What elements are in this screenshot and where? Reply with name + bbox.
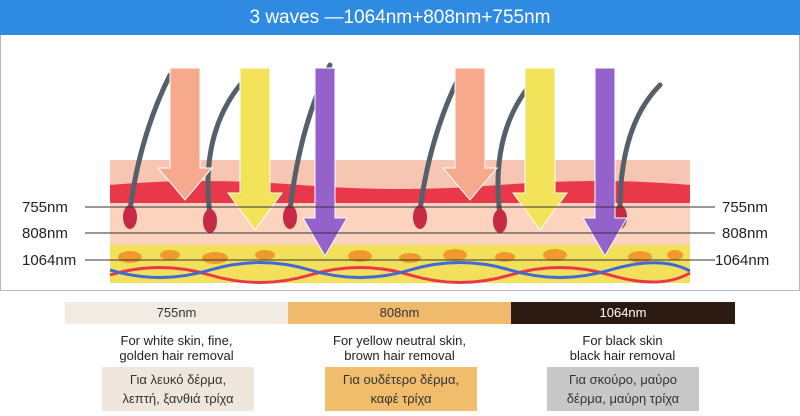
skin-diagram	[85, 62, 715, 284]
title-banner: 3 waves —1064nm+808nm+755nm	[0, 0, 800, 35]
greek-line: Για λευκό δέρμα,	[129, 372, 227, 387]
desc-755: For white skin, fine,golden hair removal	[65, 333, 288, 363]
desc-line: For black skin	[582, 333, 663, 348]
desc-line: brown hair removal	[344, 348, 455, 363]
right-label-808: 808nm	[722, 225, 768, 242]
desc-line: golden hair removal	[119, 348, 234, 363]
wavelength-bar-1064: 1064nm	[511, 302, 735, 324]
wavelength-bar-755: 755nm	[65, 302, 288, 324]
greek-line: λεπτή, ξανθιά τρίχα	[122, 391, 234, 406]
greek-line: καφέ τρίχα	[370, 391, 432, 406]
left-label-1064: 1064nm	[22, 252, 77, 269]
greek-line: δέρμα, μαύρη τρίχα	[566, 391, 680, 406]
desc-line: black hair removal	[569, 348, 676, 363]
laser-arrows	[156, 67, 628, 257]
label-leader-lines	[85, 206, 715, 261]
fat-layer	[110, 245, 690, 283]
right-label-755: 755nm	[722, 199, 768, 216]
greek-line: Για ουδέτερο δέρμα,	[342, 372, 460, 387]
right-label-1064: 1064nm	[715, 252, 770, 269]
vein	[109, 261, 691, 279]
desc-line: For white skin, fine,	[120, 333, 233, 348]
desc-line: For yellow neutral skin,	[333, 333, 466, 348]
desc-808: For yellow neutral skin,brown hair remov…	[288, 333, 511, 363]
greek-desc-1064: Για σκούρο, μαύρο δέρμα, μαύρη τρίχα	[547, 367, 699, 411]
left-label-808: 808nm	[22, 225, 68, 242]
left-label-755: 755nm	[22, 199, 68, 216]
artery	[109, 266, 691, 284]
wavelength-bar-808: 808nm	[288, 302, 511, 324]
greek-desc-755: Για λευκό δέρμα, λεπτή, ξανθιά τρίχα	[102, 367, 254, 411]
greek-desc-808: Για ουδέτερο δέρμα, καφέ τρίχα	[325, 367, 477, 411]
greek-line: Για σκούρο, μαύρο	[569, 372, 677, 387]
